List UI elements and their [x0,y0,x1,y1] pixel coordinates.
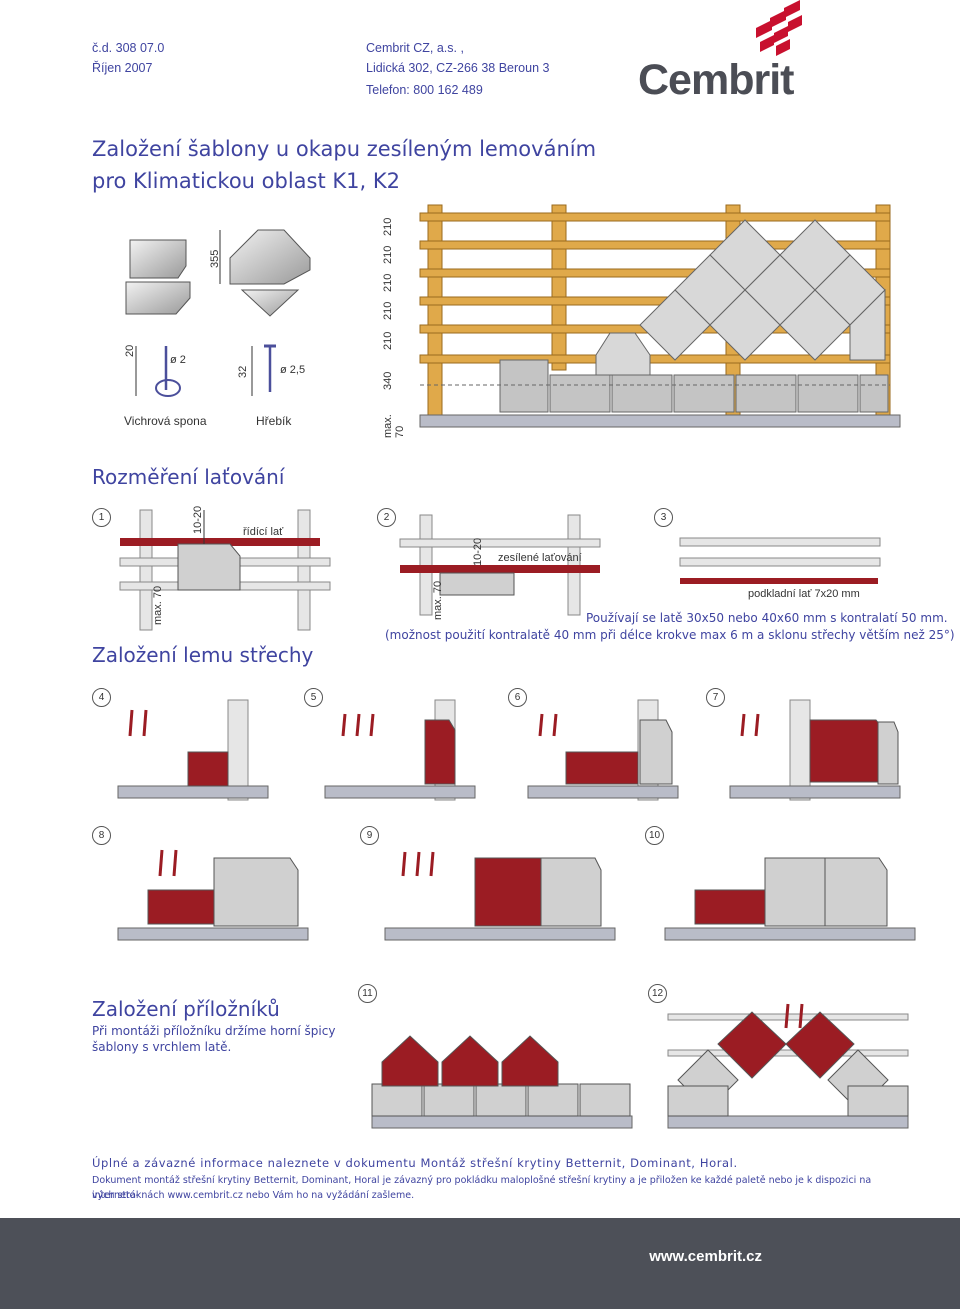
step-4-badge: 4 [92,688,111,707]
max70-a: max. 70 [152,585,164,625]
step-1-badge: 1 [92,508,111,527]
batten-step-2-figure [399,514,601,616]
step-10-badge: 10 [645,826,664,845]
page-title-line2: pro Klimatickou oblast K1, K2 [92,169,400,193]
step-12-badge: 12 [648,984,667,1003]
section-edge-heading: Založení lemu střechy [92,643,314,667]
overlap-step-12-figure [667,1003,909,1129]
section-batten-heading: Rozměření laťování [92,465,285,489]
dim-10-20-a: 10-20 [192,505,204,534]
overlap-step-11-figure [371,1035,633,1129]
dim-10-20-b: 10-20 [472,537,484,566]
website-link[interactable]: www.cembrit.cz [649,1248,762,1265]
edge-shingle-shape [125,281,191,315]
guide-batten-label: řídící lať [243,526,284,538]
shingle-shapes-figure [125,229,311,397]
edge-step-5-figure [324,699,476,801]
step-3-badge: 3 [654,508,673,527]
dim-32: 32 [237,365,249,378]
under-batten-label: podkladní lať 7x20 mm [748,588,860,600]
overlap-text-1: Při montáži příložníku držíme horní špic… [92,1024,336,1038]
roof-layout-figure [419,204,901,428]
batten-note-2: (možnost použití kontralatě 40 mm při dé… [385,628,955,642]
doc-date: Říjen 2007 [92,61,153,75]
max70-b: max. 70 [432,580,444,620]
dim-355: 355 [209,249,221,268]
footer-note-line-2: vých stráknách www.cembrit.cz nebo Vám h… [92,1190,415,1201]
reinforced-batten-label: zesílené laťování [498,552,582,564]
edge-step-8-figure [117,849,309,941]
triangle-shingle-shape [240,289,300,317]
step-8-badge: 8 [92,826,111,845]
diam-25: ø 2,5 [280,364,306,376]
step-9-badge: 9 [360,826,379,845]
logo-mark-icon [756,0,802,56]
step-2-badge: 2 [377,508,396,527]
section-overlap-heading: Založení příložníků [92,997,280,1021]
edge-step-10-figure [664,857,916,941]
dim-20: 20 [124,344,136,357]
clip-label: Vichrová spona [124,414,207,428]
cembrit-logo: Cembrit [636,0,816,105]
edge-step-4-figure [117,699,269,801]
storm-clip-icon [135,346,181,397]
logo-text: Cembrit [638,56,794,104]
batten-note-1: Používají se latě 30x50 nebo 40x60 mm s … [586,611,948,625]
start-shingle-shape [229,229,311,285]
step-11-badge: 11 [358,984,377,1003]
nail-label: Hřebík [256,414,292,428]
edge-step-6-figure [527,699,679,801]
company-phone: Telefon: 800 162 489 [366,83,483,97]
edge-step-7-figure [729,699,901,801]
page-title-line1: Založení šablony u okapu zesíleným lemov… [92,137,597,161]
step-5-badge: 5 [304,688,323,707]
batten-step-1-figure [119,509,331,631]
footer-note-line-1: Dokument montáž střešní krytiny Betterni… [92,1175,872,1201]
company-name: Cembrit CZ, a.s. , [366,41,464,55]
diam-2: ø 2 [170,354,186,366]
half-shingle-shape [129,239,187,279]
overlap-text-2: šablony s vrchlem latě. [92,1040,232,1054]
step-7-badge: 7 [706,688,725,707]
edge-step-9-figure [384,851,616,941]
spacing-dimensions: max. 70 340 210 210 210 210 210 [382,217,406,438]
batten-step-3-figure [679,537,881,584]
step-6-badge: 6 [508,688,527,707]
nail-icon [251,344,276,396]
footer-bar [0,1218,960,1309]
doc-number: č.d. 308 07.0 [92,41,165,55]
company-address: Lidická 302, CZ-266 38 Beroun 3 [366,61,550,75]
footer-info-line: Úplné a závazné informace naleznete v do… [92,1156,738,1170]
